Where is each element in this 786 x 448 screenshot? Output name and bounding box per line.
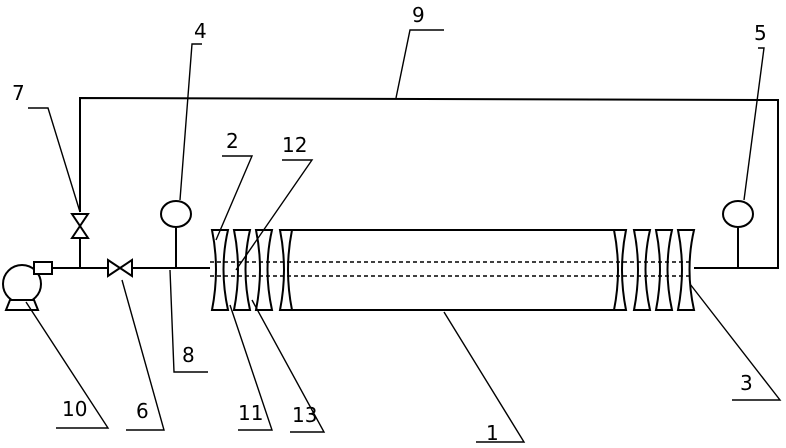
label-2: 2 [226,129,239,153]
label-13: 13 [292,403,317,427]
label-7: 7 [12,81,25,105]
label-10: 10 [62,397,87,421]
valve-7 [70,213,90,268]
label-5: 5 [754,21,767,45]
pressure-gauge-4 [160,200,192,268]
label-8: 8 [182,343,195,367]
label-3: 3 [740,371,753,395]
lens-group-right [632,229,696,311]
label-6: 6 [136,399,149,423]
label-9: 9 [412,3,425,27]
main-tube [278,229,628,311]
label-12: 12 [282,133,307,157]
pump [2,261,53,311]
pressure-gauge-5 [722,200,754,268]
label-11: 11 [238,401,263,425]
valve-6 [107,258,133,278]
leader-lines [25,29,782,443]
return-pipe [79,96,779,269]
label-1: 1 [486,421,499,445]
label-4: 4 [194,19,207,43]
lens-group-left [210,229,274,311]
